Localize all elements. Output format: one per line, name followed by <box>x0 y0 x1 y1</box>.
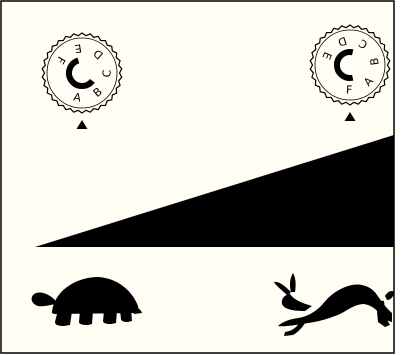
right-dial-letter: F <box>346 83 353 96</box>
left-dial-letter: C <box>100 69 113 77</box>
